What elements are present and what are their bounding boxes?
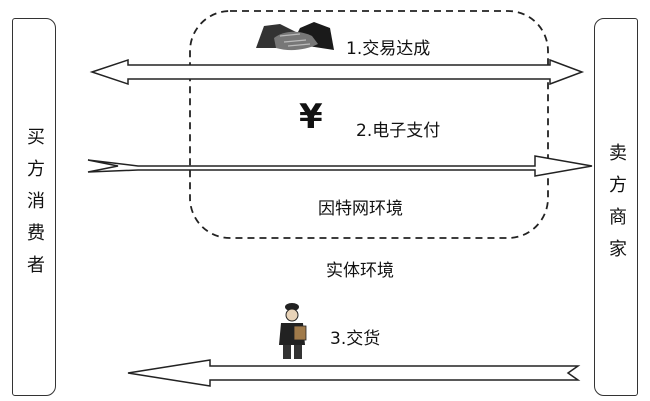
internet-environment-label: 因特网环境	[318, 199, 403, 219]
buyer-label: 买方消费者	[24, 127, 45, 287]
buyer-box: 买方消费者	[12, 18, 56, 396]
seller-box: 卖方商家	[594, 18, 638, 396]
yen-icon: ¥	[299, 97, 323, 137]
step-1-label: 1.交易达成	[346, 39, 431, 59]
delivery-person-icon	[279, 303, 307, 359]
handshake-icon	[256, 22, 334, 51]
internet-environment-boundary	[189, 10, 549, 239]
step-2-label: 2.电子支付	[356, 121, 441, 141]
delivery-arrow	[127, 359, 581, 387]
physical-environment-label: 实体环境	[326, 261, 394, 281]
transaction-arrow	[89, 58, 585, 86]
seller-label: 卖方商家	[606, 143, 627, 271]
step-3-label: 3.交货	[330, 329, 381, 349]
payment-arrow	[87, 155, 593, 177]
